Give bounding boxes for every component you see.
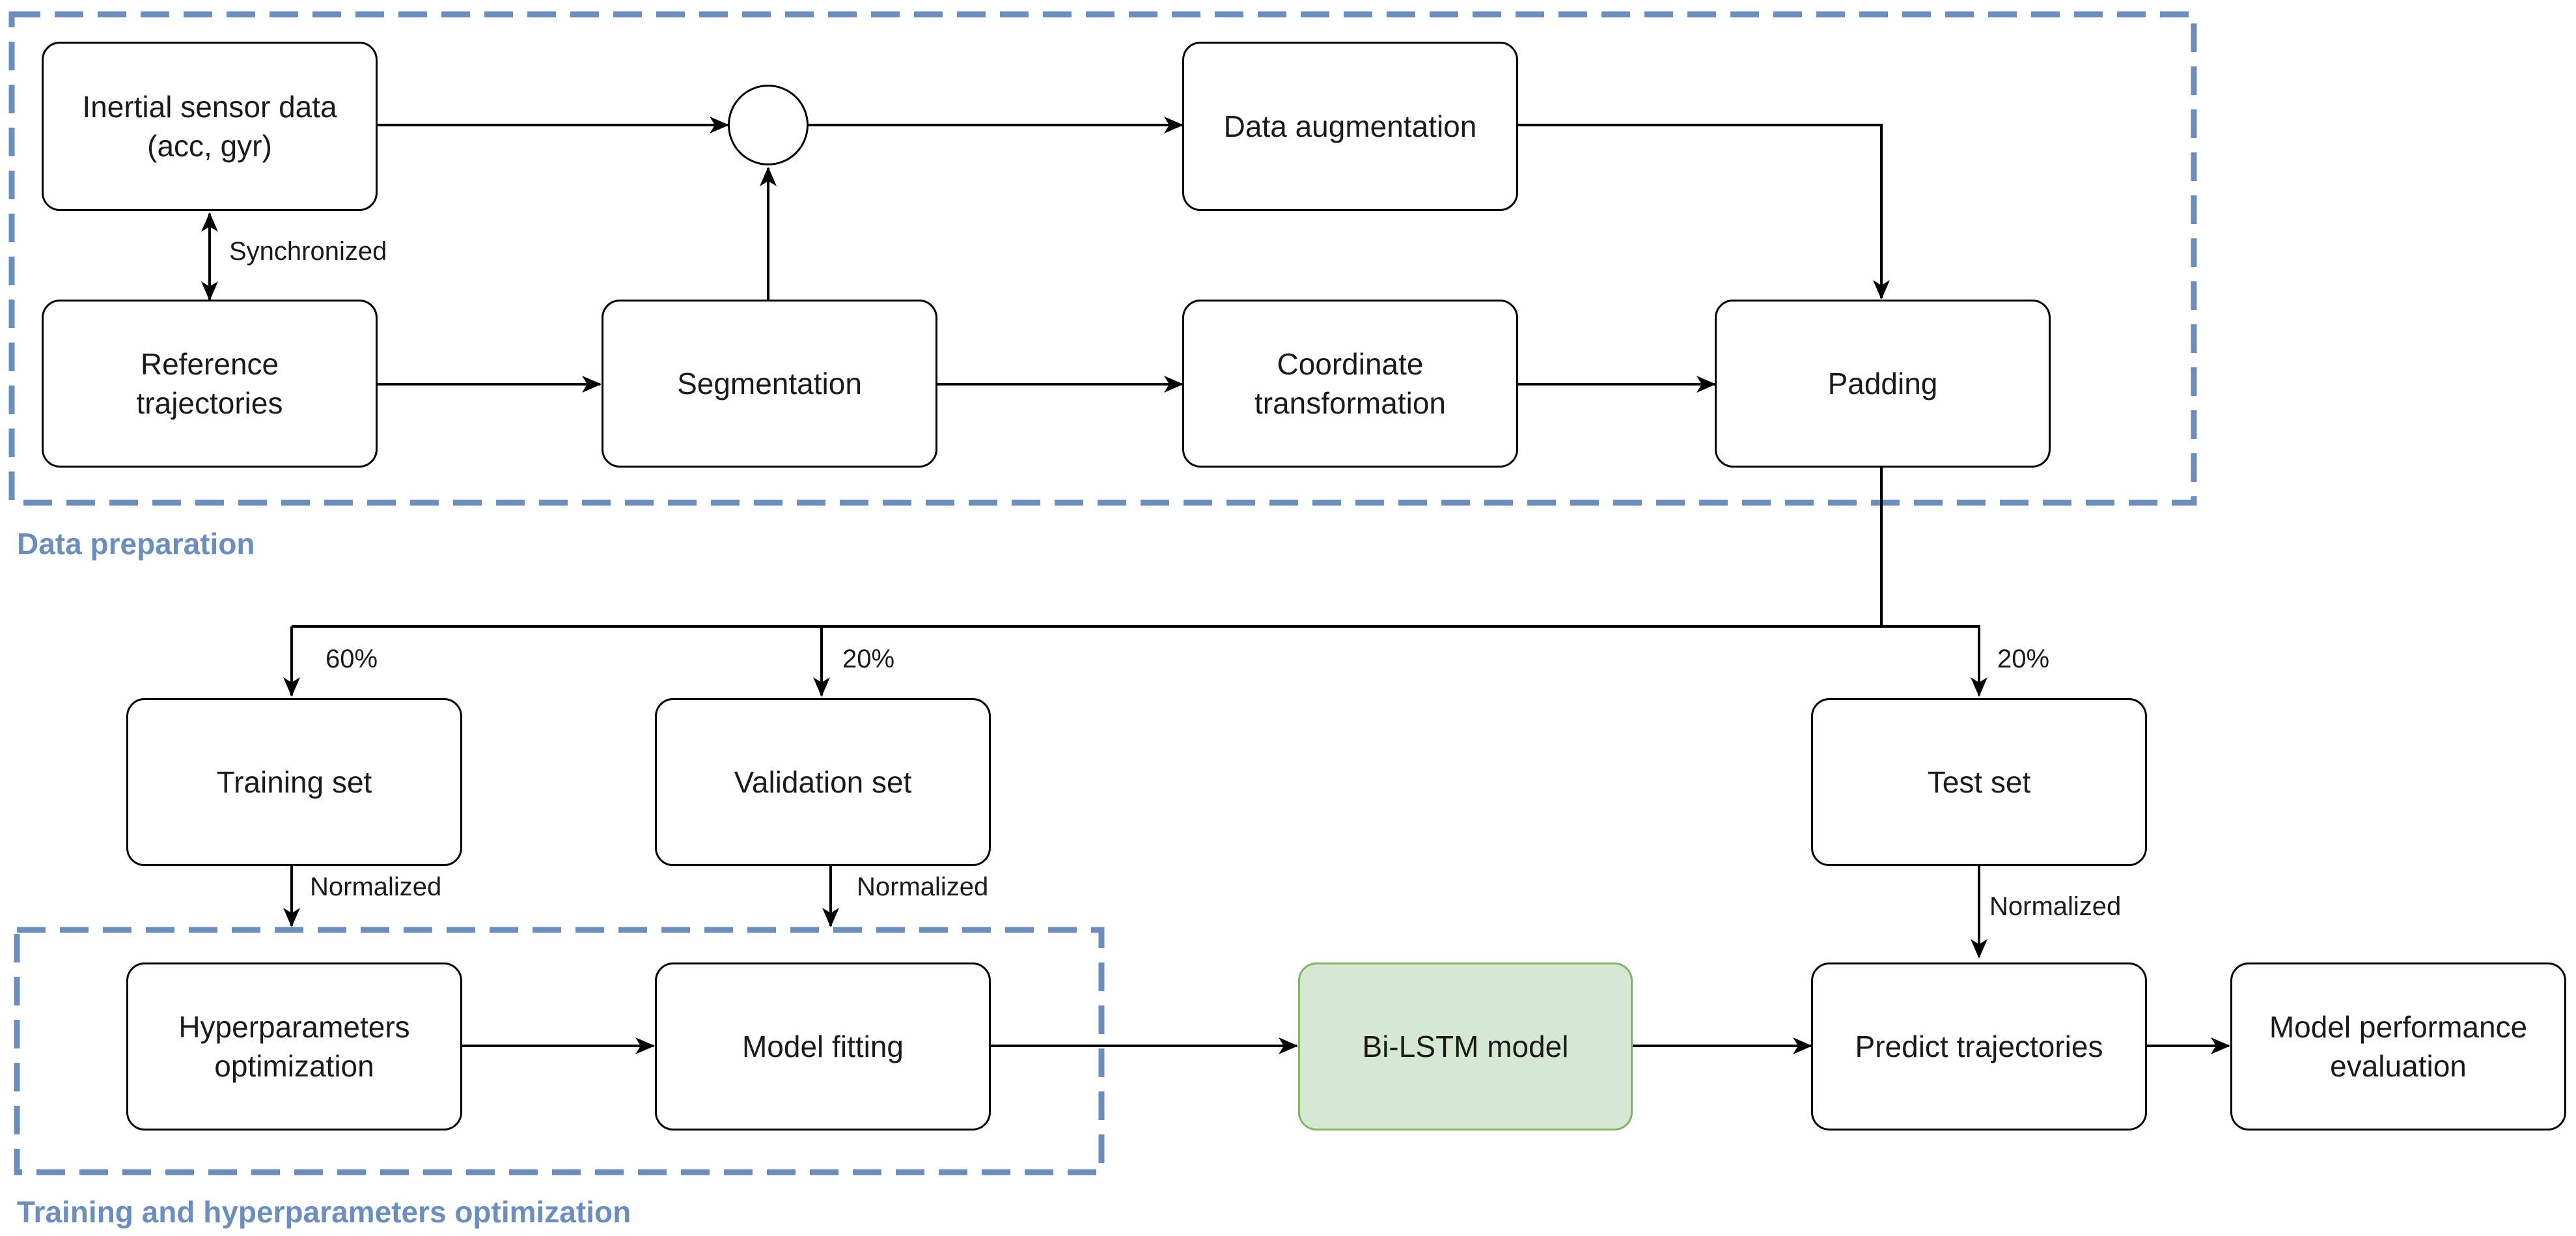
node-predict-trajectories: Predict trajectories	[1811, 962, 2147, 1131]
label-normalized-train: Normalized	[310, 873, 442, 901]
node-coordinate-transformation: Coordinate transformation	[1182, 300, 1518, 468]
node-model-fitting: Model fitting	[655, 962, 991, 1131]
node-segmentation: Segmentation	[602, 300, 937, 468]
label-normalized-test: Normalized	[1989, 892, 2122, 921]
node-reference-trajectories: Reference trajectories	[42, 300, 378, 468]
edge-split-to-test	[1881, 625, 1987, 697]
edge-padding-split	[292, 468, 1883, 628]
label-normalized-val: Normalized	[857, 873, 989, 901]
edge-augmentation-to-padding	[1518, 124, 1890, 300]
label-split-test: 20%	[1997, 645, 2050, 673]
group-label-data-preparation: Data preparation	[17, 527, 255, 561]
node-validation-set: Validation set	[655, 698, 991, 866]
node-test-set: Test set	[1811, 698, 2147, 866]
node-data-augmentation: Data augmentation	[1182, 42, 1518, 211]
node-inertial-sensor-data: Inertial sensor data (acc, gyr)	[42, 42, 378, 211]
group-frame-data-preparation	[8, 11, 2197, 506]
label-split-train: 60%	[325, 645, 378, 673]
node-padding: Padding	[1715, 300, 2051, 468]
label-synchronized: Synchronized	[229, 237, 387, 266]
label-split-val: 20%	[842, 645, 895, 673]
group-frame-training	[14, 927, 1105, 1175]
node-training-set: Training set	[126, 698, 462, 866]
merge-node	[728, 85, 809, 165]
node-bi-lstm-model: Bi-LSTM model	[1298, 962, 1633, 1131]
node-hyperparameters-optimization: Hyperparameters optimization	[126, 962, 462, 1131]
node-model-performance-evaluation: Model performance evaluation	[2230, 962, 2566, 1131]
group-label-training: Training and hyperparameters optimizatio…	[17, 1195, 631, 1229]
